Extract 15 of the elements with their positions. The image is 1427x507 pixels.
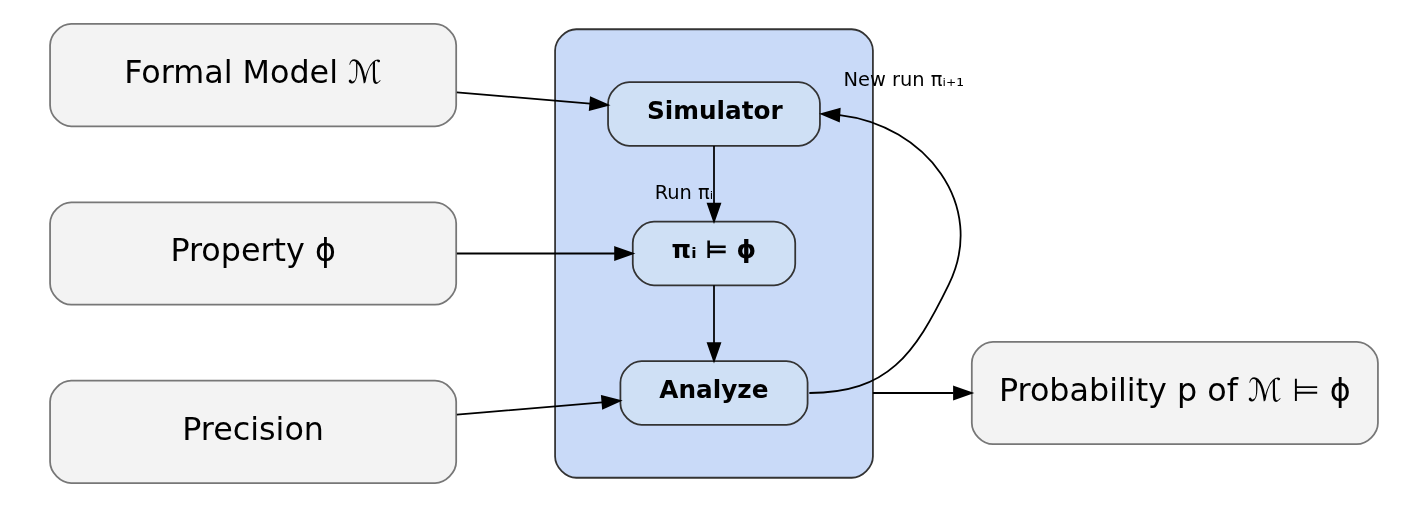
- node-box: Property ϕ: [48, 201, 457, 306]
- node-box: Analyze: [619, 360, 808, 426]
- arrow: [807, 107, 961, 394]
- edge-label: Run πᵢ: [654, 181, 713, 205]
- arrow: [706, 145, 721, 224]
- arrow: [871, 385, 974, 401]
- node-box: Precision: [48, 379, 457, 484]
- node-box: πᵢ ⊨ ϕ: [631, 220, 796, 287]
- node-box: Probability p of ℳ ⊨ ϕ: [970, 340, 1379, 446]
- node-box: Formal Model ℳ: [48, 23, 457, 128]
- arrow: [455, 395, 623, 416]
- arrow: [455, 246, 635, 261]
- node-box: Simulator: [606, 81, 821, 147]
- arrow: [706, 284, 721, 364]
- arrow: [455, 91, 611, 111]
